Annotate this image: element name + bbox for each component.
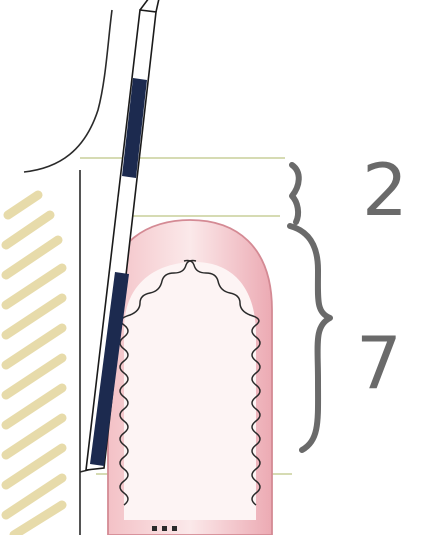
upper-measurement-label: 2	[362, 148, 408, 232]
upper-brace	[292, 165, 299, 222]
bone-hatching	[6, 195, 62, 535]
measurement-braces	[290, 165, 330, 450]
lower-brace	[290, 226, 330, 450]
lower-measurement-label: 7	[356, 321, 402, 405]
gingiva	[108, 220, 272, 535]
